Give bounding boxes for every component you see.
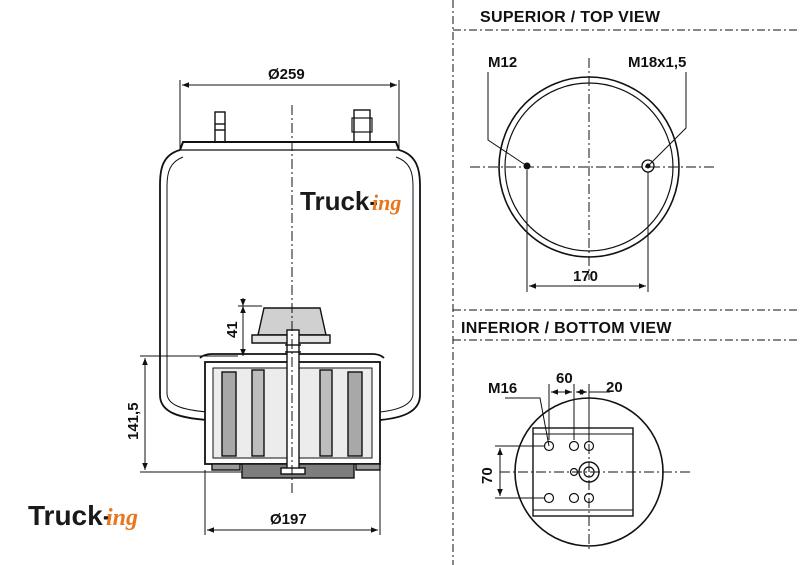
view-dividers (452, 0, 800, 565)
svg-text:ing: ing (372, 190, 401, 215)
svg-text:ing: ing (106, 505, 138, 531)
svg-text:Truck-: Truck- (28, 500, 112, 531)
total-height-label: 141,5 (125, 402, 142, 440)
bottom-diameter-dimension (204, 470, 381, 535)
piston-height-dimension (205, 298, 262, 357)
total-height-dimension (140, 355, 242, 473)
svg-text:Truck-: Truck- (300, 186, 378, 216)
piston-height-label: 41 (224, 321, 241, 338)
bottom-view-drawing (495, 384, 690, 552)
top-diameter-label: Ø259 (268, 66, 305, 83)
bottom-spacing-b-label: 20 (606, 379, 623, 396)
center-logo: Truck- ing (300, 186, 401, 216)
bottom-view-title: INFERIOR / BOTTOM VIEW (461, 320, 672, 337)
top-view-title: SUPERIOR / TOP VIEW (480, 9, 661, 26)
bottom-stud-label: M16 (488, 380, 517, 397)
top-stud-label: M12 (488, 54, 517, 71)
top-spacing-label: 170 (573, 268, 598, 285)
brand-logo: Truck- ing (28, 500, 138, 531)
bottom-spacing-a-label: 60 (556, 370, 573, 387)
top-view-drawing (470, 58, 715, 292)
bottom-spacing-c-label: 70 (479, 467, 496, 484)
bottom-diameter-label: Ø197 (270, 511, 307, 528)
top-fitting-label: M18x1,5 (628, 54, 686, 71)
air-spring-side-view (159, 109, 421, 479)
top-diameter-dimension (179, 80, 400, 148)
